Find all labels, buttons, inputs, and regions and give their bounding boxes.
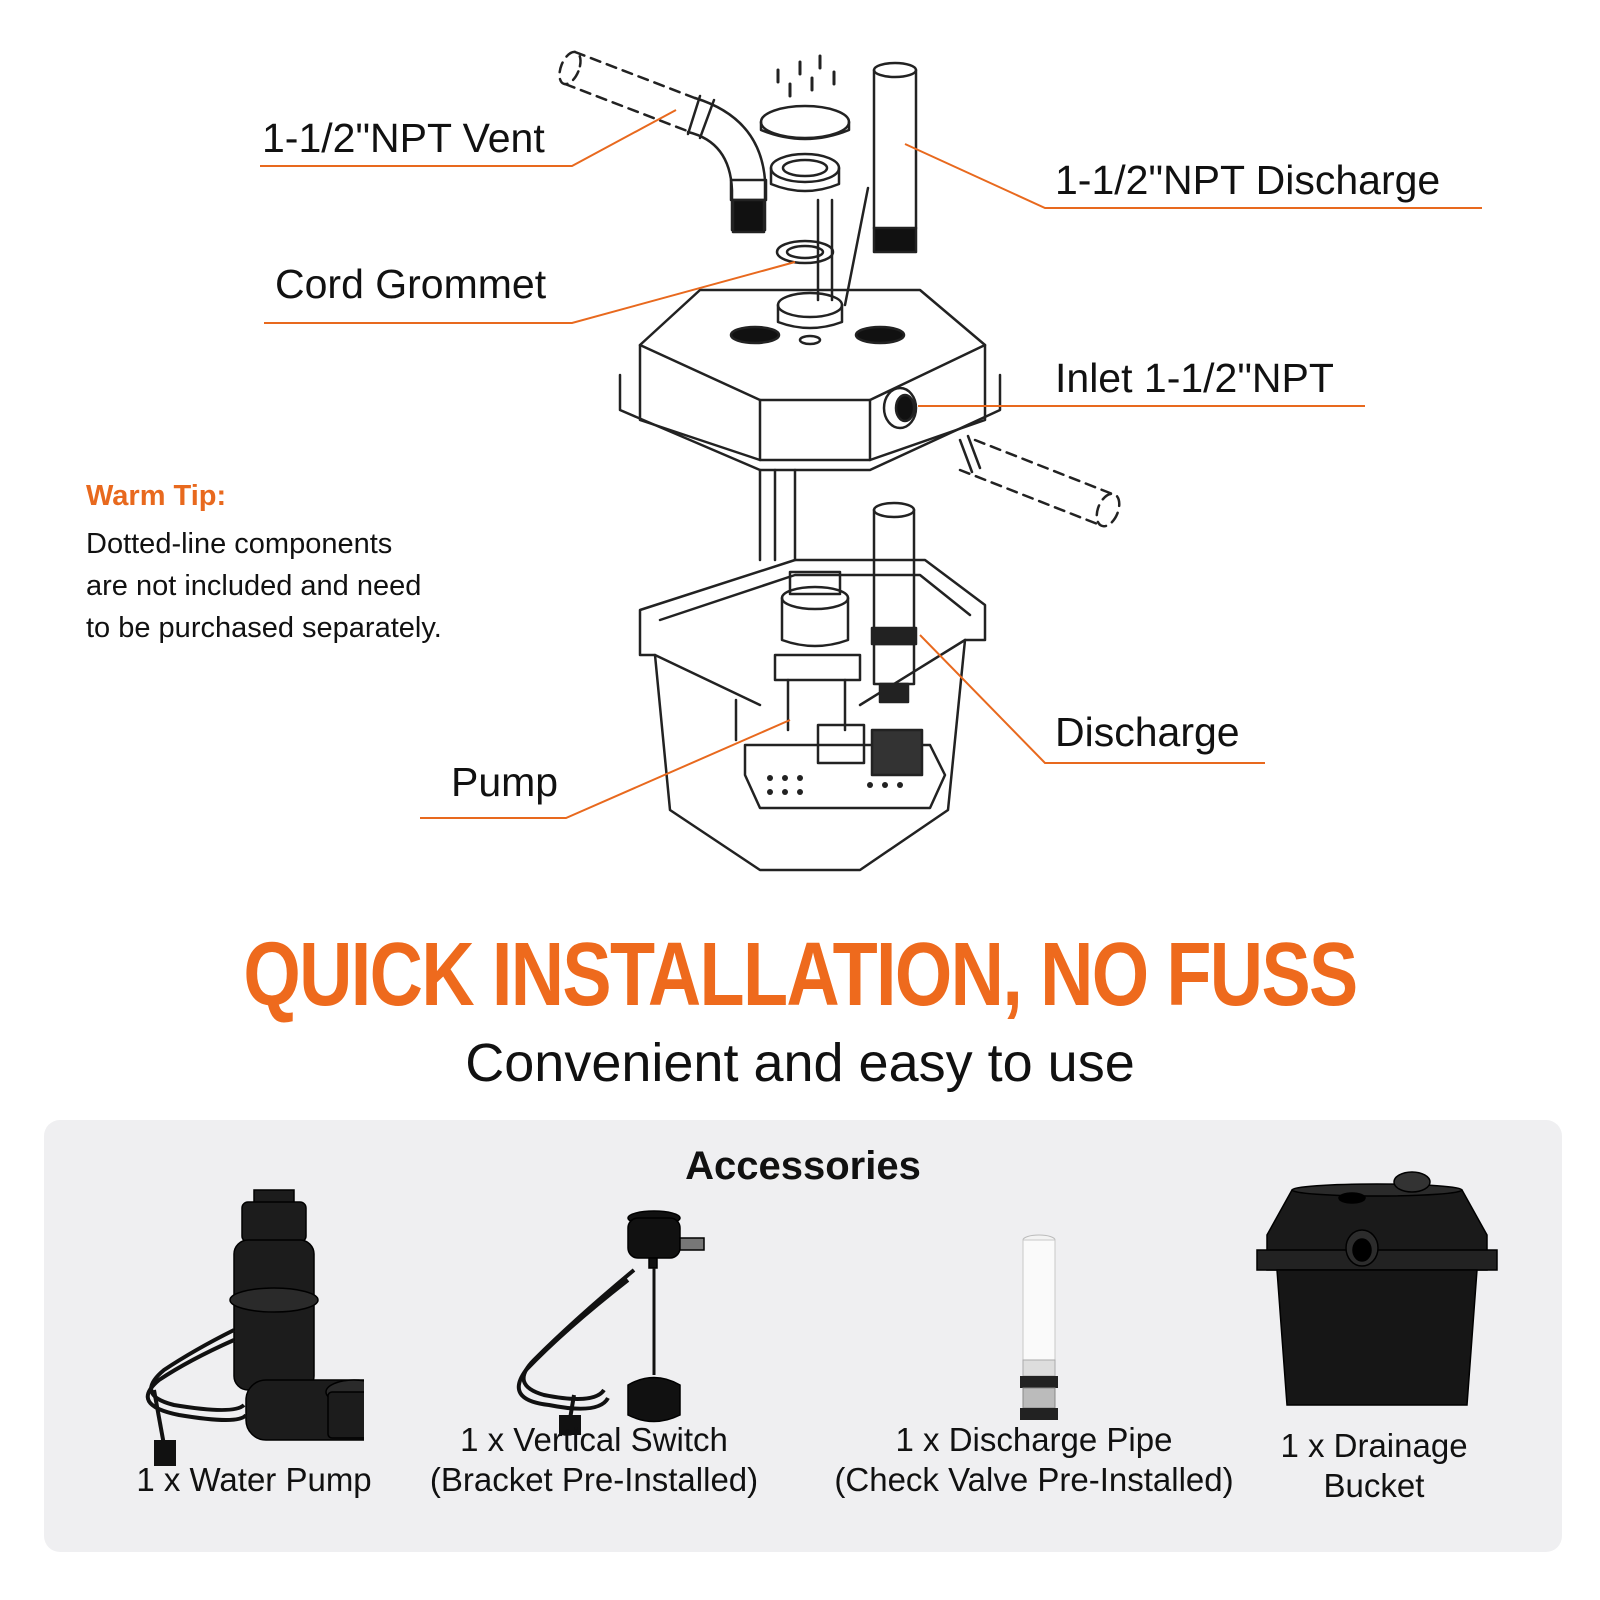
vertical-switch-icon <box>516 1210 705 1435</box>
accessories-panel: Accessories 1 x Water Pump <box>44 1120 1562 1552</box>
inlet-pipe-end-drawing <box>958 434 982 474</box>
inlet-pipe-drawing <box>958 438 1121 528</box>
vent-pipe-drawing <box>558 50 702 134</box>
accessory-line: 1 x Water Pump <box>136 1461 372 1498</box>
discharge-top-callout: 1-1/2"NPT Discharge <box>1055 157 1441 203</box>
discharge-pipe-icon <box>1020 1234 1058 1420</box>
accessory-line: Bucket <box>1323 1467 1425 1504</box>
inlet-callout: Inlet 1-1/2"NPT <box>1055 355 1334 401</box>
cord-grommet-callout: Cord Grommet <box>275 261 547 307</box>
warm-tip-title: Warm Tip: <box>86 480 227 512</box>
accessory-label-water-pump: 1 x Water Pump <box>104 1460 404 1500</box>
warm-tip: Warm Tip: Dotted-line components are not… <box>86 480 526 649</box>
accessory-line: 1 x Vertical Switch <box>460 1421 728 1458</box>
screws-drawing <box>776 54 836 98</box>
leader-lines <box>260 109 1482 819</box>
accessory-label-drainage-bucket: 1 x Drainage Bucket <box>1224 1426 1524 1506</box>
basin-lid-drawing <box>618 288 1002 472</box>
pump-callout: Pump <box>451 759 559 805</box>
discharge-pipe-top-drawing <box>872 61 918 254</box>
warm-tip-line: Dotted-line components <box>86 528 393 560</box>
accessory-label-discharge-pipe: 1 x Discharge Pipe (Check Valve Pre-Inst… <box>814 1420 1254 1500</box>
warm-tip-line: are not included and need <box>86 570 422 602</box>
vent-callout: 1-1/2"NPT Vent <box>262 115 545 161</box>
accessory-line: (Check Valve Pre-Installed) <box>834 1461 1234 1498</box>
accessories-title: Accessories <box>685 1144 921 1188</box>
basin-drawing <box>638 558 987 872</box>
pump-assembly-drawing <box>260 50 1482 872</box>
headline: QUICK INSTALLATION, NO FUSS <box>243 925 1358 1025</box>
vent-elbow-drawing <box>686 94 768 234</box>
accessory-label-vertical-switch: 1 x Vertical Switch (Bracket Pre-Install… <box>414 1420 774 1500</box>
water-pump-icon <box>145 1189 364 1466</box>
exploded-diagram: 1-1/2"NPT Vent 1-1/2"NPT Discharge Cord … <box>86 50 1482 872</box>
drainage-bucket-icon <box>1256 1171 1498 1406</box>
warm-tip-line: to be purchased separately. <box>86 612 442 644</box>
warm-tip-body: Dotted-line components are not included … <box>86 523 526 649</box>
subheadline: Convenient and easy to use <box>465 1033 1135 1093</box>
accessory-line: 1 x Discharge Pipe <box>895 1421 1173 1458</box>
cap-ring-drawing <box>759 104 851 265</box>
discharge-callout: Discharge <box>1055 709 1240 755</box>
discharge-pipe-drawing <box>870 501 918 704</box>
accessory-line: (Bracket Pre-Installed) <box>429 1461 759 1498</box>
cord-drawing <box>816 186 870 307</box>
accessory-line: 1 x Drainage <box>1280 1427 1468 1464</box>
